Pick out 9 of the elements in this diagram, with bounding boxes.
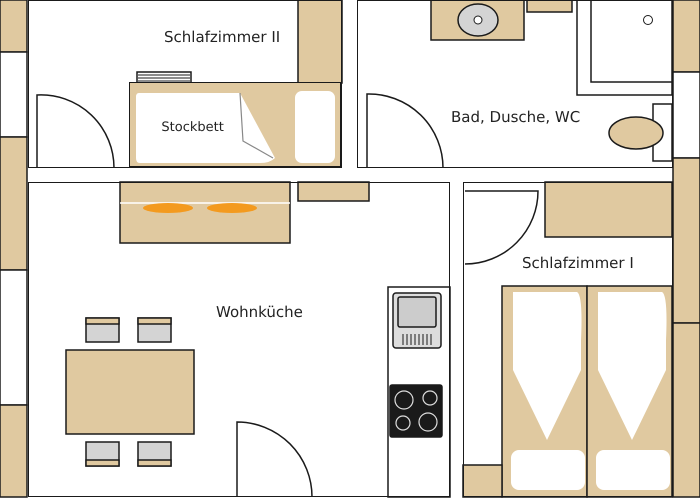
room-label: Bad, Dusche, WC xyxy=(451,108,580,126)
room-label: Wohnküche xyxy=(216,303,303,321)
room xyxy=(28,182,450,497)
room xyxy=(357,0,673,168)
room xyxy=(28,0,342,168)
room-label: Schlafzimmer II xyxy=(164,28,280,46)
bed-label: Stockbett xyxy=(161,120,224,136)
room xyxy=(463,182,673,497)
room-label: Schlafzimmer I xyxy=(522,254,634,272)
